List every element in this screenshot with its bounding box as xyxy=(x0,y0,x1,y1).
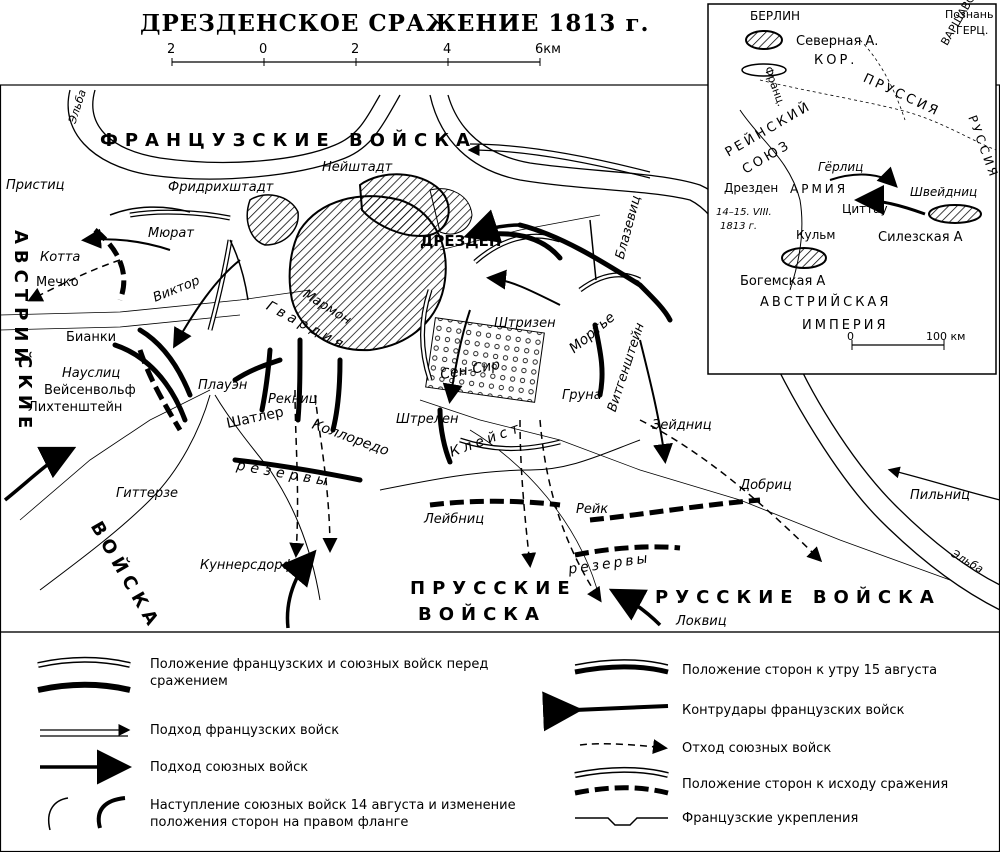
inset-kulm: Кульм xyxy=(796,228,836,242)
place-gitterze: Гиттерзе xyxy=(116,486,178,501)
french-approach-arrows xyxy=(467,143,1000,501)
inset-empire-1: АВСТРИЙСКАЯ xyxy=(760,295,892,310)
place-neustadt: Нейштадт xyxy=(322,160,393,175)
scale-tick-label: 6км xyxy=(535,42,561,57)
legend-item-allied-retreat: Отход союзных войск xyxy=(682,741,832,756)
legend-item-french-allied-positions: Положение французских и союзных войск пе… xyxy=(150,657,489,689)
inset-poznan: Познань xyxy=(945,8,994,21)
inset-berlin: БЕРЛИН xyxy=(750,9,801,23)
place-plauen: Плауэн xyxy=(198,378,248,393)
inset-gorlitz: Гёрлиц xyxy=(818,160,864,174)
place-reik: Рейк xyxy=(576,502,609,517)
inset-duchy-1: ГЕРЦ. xyxy=(956,24,989,37)
label-liechtenstein: Лихтенштейн xyxy=(28,400,123,415)
legend-item-allied-approach: Подход союзных войск xyxy=(150,760,309,775)
legend-symbols xyxy=(37,656,669,831)
roads xyxy=(0,214,951,601)
region-russian: РУССКИЕ ВОЙСКА xyxy=(655,587,941,608)
inset-scale-100: 100 км xyxy=(926,330,966,343)
place-friedrichstadt: Фридрихштадт xyxy=(168,180,274,195)
inset-zittau: Циттау xyxy=(842,202,888,216)
label-reknits: Рекниц xyxy=(268,392,318,407)
inset-schweidnitz: Швейдниц xyxy=(910,185,978,199)
inset-northern-army: Северная А. xyxy=(796,34,879,49)
label-murat: Мюрат xyxy=(148,226,194,241)
allied-approach-arrows xyxy=(3,209,662,629)
french-counterattack-arrows xyxy=(81,228,673,464)
place-lokvits: Локвиц xyxy=(676,614,727,629)
inset-kingdom-1: КОР. xyxy=(814,53,858,68)
place-mechko: Мечко xyxy=(36,275,79,290)
morning-positions xyxy=(109,206,597,301)
legend-item-allied-offensive: Наступление союзных войск 14 августа и и… xyxy=(150,798,516,830)
place-leibnits: Лейбниц xyxy=(424,512,485,527)
region-prussian-1: ПРУССКИЕ xyxy=(410,578,577,599)
place-dobrits: Добриц xyxy=(740,478,792,493)
region-french-troops: ФРАНЦУЗСКИЕ ВОЙСКА xyxy=(100,130,477,151)
inset-dresden: Дрезден xyxy=(724,181,779,195)
inset-army-word: АРМИЯ xyxy=(790,182,849,196)
inset-map xyxy=(707,3,997,375)
region-austrian-1: АВСТРИЙ xyxy=(10,230,31,369)
allied-final-positions xyxy=(93,228,761,558)
place-nauslits: Науслиц xyxy=(62,366,121,381)
scale-tick-label: 0 xyxy=(259,42,268,57)
scale-bar xyxy=(171,58,541,66)
place-zeidnits: Зейдниц xyxy=(652,418,712,433)
place-bianki: Бианки xyxy=(66,330,117,345)
scale-tick-label: 4 xyxy=(443,42,452,57)
scale-tick-label: 2 xyxy=(167,42,176,57)
inset-scale-0: 0 xyxy=(847,330,854,343)
place-kotta: Котта xyxy=(40,250,81,265)
place-gruna: Груна xyxy=(562,388,602,403)
legend-item-french-fortifications: Французские укрепления xyxy=(682,811,859,826)
grosser-garten xyxy=(425,317,545,403)
place-kunnersdorf: Куннерсдорф xyxy=(200,558,294,573)
inset-bohemian-army: Богемская А xyxy=(740,274,826,289)
legend-item-final-positions: Положение сторон к исходу сражения xyxy=(682,777,949,792)
inset-date-1: 14–15. VIII. xyxy=(716,207,772,218)
place-pilnits: Пильниц xyxy=(910,488,970,503)
legend-item-french-counterattacks: Контрудары французских войск xyxy=(682,703,905,718)
allied-positions xyxy=(112,222,673,483)
place-pristits: Пристиц xyxy=(6,178,65,193)
place-dresden: ДРЕЗДЕН xyxy=(420,232,502,250)
legend-item-morning-positions: Положение сторон к утру 15 августа xyxy=(682,663,938,678)
map-title: ДРЕЗДЕНСКОЕ СРАЖЕНИЕ 1813 г. xyxy=(140,10,650,37)
region-austrian-2: СКИЕ xyxy=(14,355,35,435)
inset-date-2: 1813 г. xyxy=(720,221,758,232)
dresden-city xyxy=(246,173,473,352)
inset-silesian-army: Силезская А xyxy=(878,230,963,245)
region-prussian-2: ВОЙСКА xyxy=(418,604,546,625)
place-strelen: Штрелен xyxy=(396,412,459,427)
scale-tick-label: 2 xyxy=(351,42,360,57)
inset-empire-2: ИМПЕРИЯ xyxy=(802,318,889,333)
place-shtrizen: Штризен xyxy=(494,316,556,331)
label-weissenwolf: Вейсенвольф xyxy=(44,383,136,398)
legend-item-french-approach: Подход французских войск xyxy=(150,723,340,738)
allied-retreat-arrows xyxy=(27,259,823,603)
